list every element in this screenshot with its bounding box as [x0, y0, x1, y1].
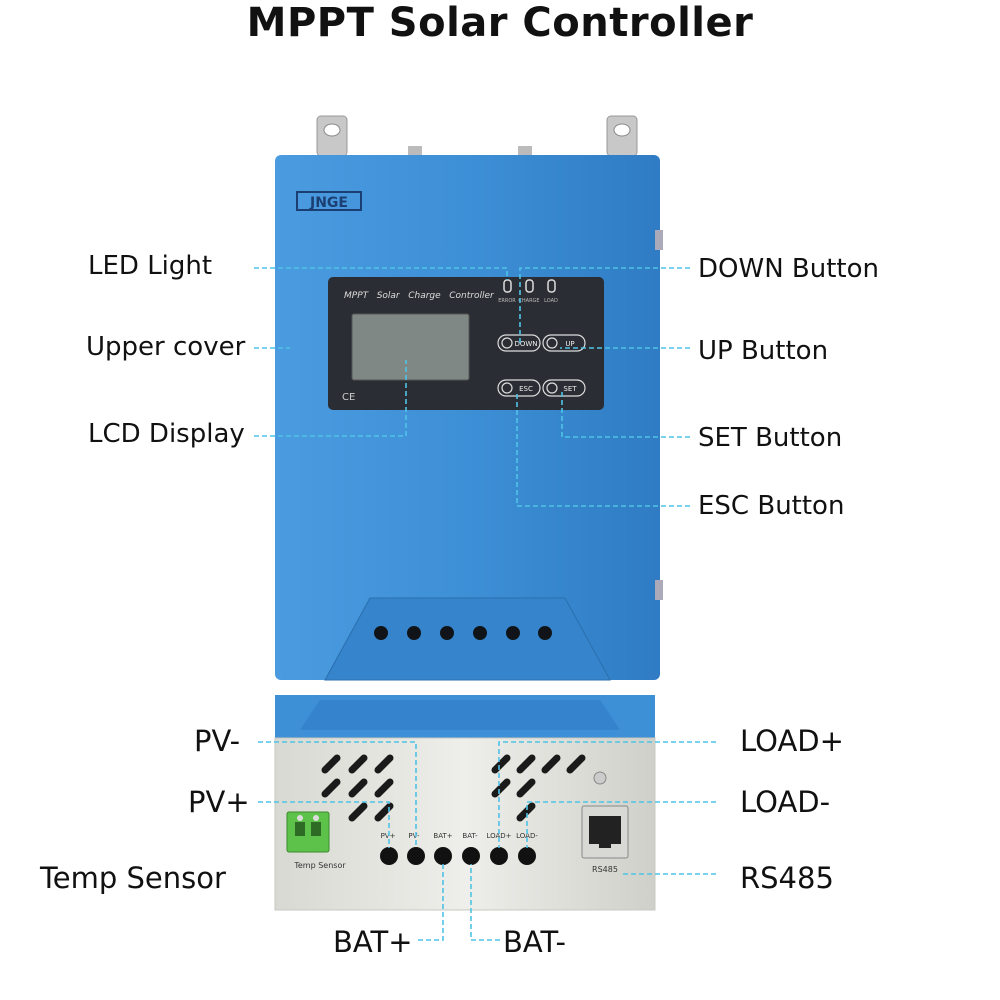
terminal-row: PV+ PV- BAT+ BAT- LOAD+ LOAD- — [380, 832, 538, 865]
side-latch-bottom — [655, 580, 663, 600]
label-esc-button: ESC Button — [698, 491, 845, 521]
leader-set-button — [561, 392, 690, 438]
svg-text:ESC: ESC — [519, 385, 533, 393]
bottom-housing — [274, 737, 656, 911]
terminal-pv-minus — [407, 847, 425, 865]
down-button[interactable]: DOWN — [497, 334, 541, 352]
bottom-view-cover-shade — [300, 700, 620, 730]
brand-text: JNGE — [309, 195, 348, 211]
label-load-plus: LOAD+ — [740, 724, 844, 758]
label-load-minus: LOAD- — [740, 785, 831, 819]
label-bat-minus: BAT- — [503, 925, 566, 959]
led-charge-label: CHARGE — [518, 298, 539, 304]
leader-bat-minus — [470, 864, 500, 941]
up-button[interactable]: UP — [542, 334, 586, 352]
label-temp-sensor: Temp Sensor — [40, 861, 226, 895]
rs485-print: RS485 — [592, 865, 618, 874]
terminal-label: LOAD+ — [486, 832, 511, 840]
led-load-label: LOAD — [544, 298, 558, 304]
leader-esc-button — [516, 392, 690, 507]
set-button[interactable]: SET — [542, 379, 586, 397]
vent-holes — [374, 626, 552, 640]
label-rs485: RS485 — [740, 861, 834, 895]
leader-down-button — [519, 267, 690, 343]
panel-heading: MPPT Solar Charge Controller — [344, 291, 495, 301]
leader-lcd-display — [254, 360, 407, 437]
leader-bat-plus — [418, 864, 444, 941]
side-latch-top — [655, 230, 663, 250]
temp-sensor-connector: Temp Sensor — [286, 811, 346, 870]
mounting-tab-right — [606, 115, 638, 157]
mounting-tab-left — [316, 115, 348, 157]
leader-load-minus — [526, 801, 716, 848]
label-lcd-display: LCD Display — [88, 419, 245, 449]
terminal-label: LOAD- — [516, 832, 538, 840]
leader-load-plus — [498, 741, 716, 848]
label-led-light: LED Light — [88, 251, 213, 281]
leader-lines — [254, 267, 716, 941]
label-down-button: DOWN Button — [698, 254, 879, 284]
leader-led-light — [254, 267, 508, 280]
terminal-label: PV- — [408, 832, 420, 840]
terminal-label: PV+ — [381, 832, 396, 840]
label-bat-plus: BAT+ — [333, 925, 413, 959]
top-screw-left — [408, 146, 422, 156]
terminal-label: BAT- — [462, 832, 478, 840]
leader-pv-minus — [258, 741, 417, 848]
svg-text:UP: UP — [565, 340, 574, 348]
rs485-port: RS485 — [581, 771, 629, 874]
terminal-label: BAT+ — [433, 832, 452, 840]
led-load — [547, 279, 556, 293]
label-upper-cover: Upper cover — [86, 332, 246, 362]
led-error-label: ERROR — [498, 298, 516, 304]
lcd-display — [351, 313, 470, 381]
vent-bezel — [324, 597, 611, 681]
ce-mark: CE — [342, 392, 355, 403]
terminal-pv-plus — [380, 847, 398, 865]
terminal-load-minus — [518, 847, 536, 865]
terminal-bat-plus — [434, 847, 452, 865]
terminal-bat-minus — [462, 847, 480, 865]
bottom-vent-slots — [321, 754, 586, 822]
svg-text:DOWN: DOWN — [514, 340, 537, 348]
svg-text:SET: SET — [563, 385, 577, 393]
label-pv-plus: PV+ — [188, 785, 250, 819]
label-set-button: SET Button — [698, 423, 843, 453]
leader-pv-plus — [258, 801, 390, 848]
led-charge — [525, 279, 534, 293]
temp-sensor-print: Temp Sensor — [293, 861, 346, 870]
brand-logo: JNGE — [296, 191, 362, 211]
esc-button[interactable]: ESC — [497, 379, 541, 397]
terminal-load-plus — [490, 847, 508, 865]
label-up-button: UP Button — [698, 336, 829, 366]
top-screw-right — [518, 146, 532, 156]
label-pv-minus: PV- — [194, 724, 241, 758]
diagram-title: MPPT Solar Controller — [246, 0, 754, 46]
